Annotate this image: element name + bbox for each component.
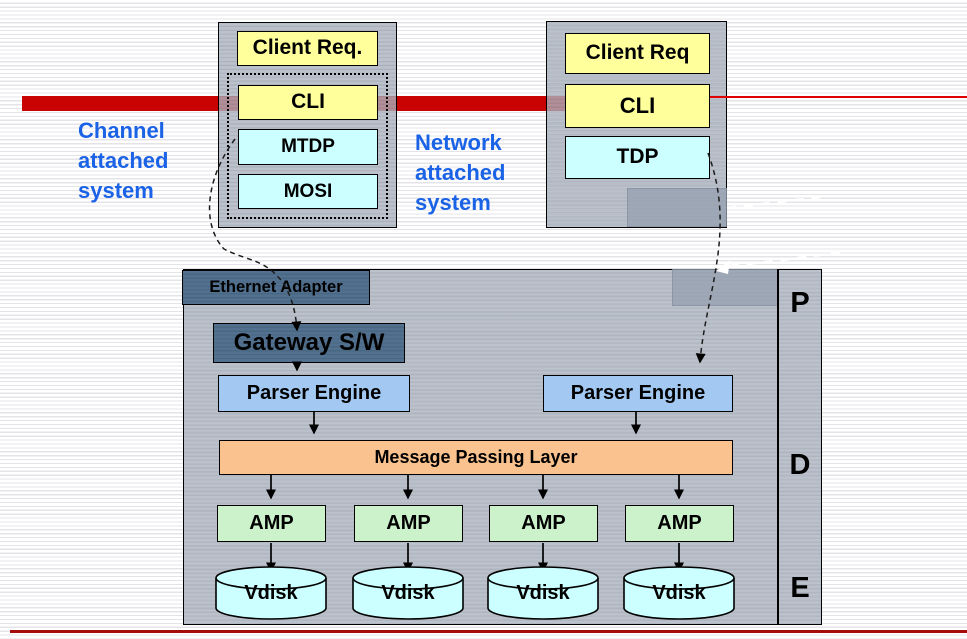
letter-p: P (778, 288, 822, 318)
pde-column-divider (777, 269, 779, 625)
vdisk-label-4: Vdisk (624, 582, 734, 605)
network-attached-label: Network attached system (415, 128, 537, 218)
channel-client-stack: Client Req. CLI MTDP MOSI (218, 22, 397, 228)
thin-red-line (710, 96, 967, 98)
gateway-sw-box: Gateway S/W (213, 323, 405, 363)
parser-engine-right: Parser Engine (543, 375, 733, 412)
letter-p-text: P (790, 287, 810, 319)
amp-text-3: AMP (521, 512, 566, 534)
letter-d-text: D (789, 449, 811, 481)
tdp-text: TDP (616, 145, 659, 169)
letter-d: D (778, 450, 822, 480)
vdisk-label-3: Vdisk (488, 582, 598, 605)
ethernet-adapter-text: Ethernet Adapter (209, 277, 343, 296)
vdisk-label-2: Vdisk (353, 582, 463, 605)
parser-engine-left-text: Parser Engine (246, 382, 382, 404)
vdisk-text-4: Vdisk (652, 582, 706, 604)
gateway-shadow-rect (672, 269, 778, 306)
vdisk-text-3: Vdisk (516, 582, 570, 604)
client-req-text-right: Client Req (585, 41, 690, 65)
vdisk-text-2: Vdisk (381, 582, 435, 604)
amp-text-1: AMP (249, 512, 294, 534)
amp-text-4: AMP (657, 512, 702, 534)
amp-box-3: AMP (489, 505, 598, 542)
client-req-text-left: Client Req. (252, 36, 363, 60)
amp-text-2: AMP (386, 512, 431, 534)
mtdp-layer: MTDP (238, 129, 378, 165)
client-req-label-left: Client Req. (237, 31, 378, 66)
amp-box-4: AMP (625, 505, 734, 542)
cli-layer-right: CLI (565, 84, 710, 128)
client-req-label-right: Client Req (565, 33, 710, 74)
amp-box-1: AMP (217, 505, 326, 542)
parser-engine-right-text: Parser Engine (570, 382, 706, 404)
cli-text-left: CLI (291, 90, 325, 114)
amp-box-2: AMP (354, 505, 463, 542)
mosi-layer: MOSI (238, 174, 378, 209)
letter-e-text: E (790, 572, 810, 604)
channel-attached-label: Channel attached system (78, 116, 200, 206)
message-passing-layer-text: Message Passing Layer (374, 447, 578, 468)
mtdp-text: MTDP (281, 136, 335, 158)
vdisk-text-1: Vdisk (244, 582, 298, 604)
bottom-red-rule (10, 630, 967, 633)
client-shadow-rect (627, 188, 727, 227)
parser-engine-left: Parser Engine (218, 375, 410, 412)
protocol-stack-group: CLI MTDP MOSI (227, 73, 388, 219)
ghost-arrow (725, 195, 841, 268)
channel-attached-text: Channel attached system (78, 118, 169, 203)
ethernet-adapter-box: Ethernet Adapter (182, 270, 370, 305)
mosi-text: MOSI (283, 180, 333, 202)
gateway-sw-text: Gateway S/W (233, 329, 385, 357)
message-passing-layer: Message Passing Layer (219, 440, 733, 475)
cli-text-right: CLI (619, 93, 656, 119)
tdp-layer: TDP (565, 136, 710, 179)
letter-e: E (778, 573, 822, 603)
cli-layer-left: CLI (238, 85, 378, 120)
vdisk-label-1: Vdisk (216, 582, 326, 605)
network-attached-text: Network attached system (415, 130, 506, 215)
